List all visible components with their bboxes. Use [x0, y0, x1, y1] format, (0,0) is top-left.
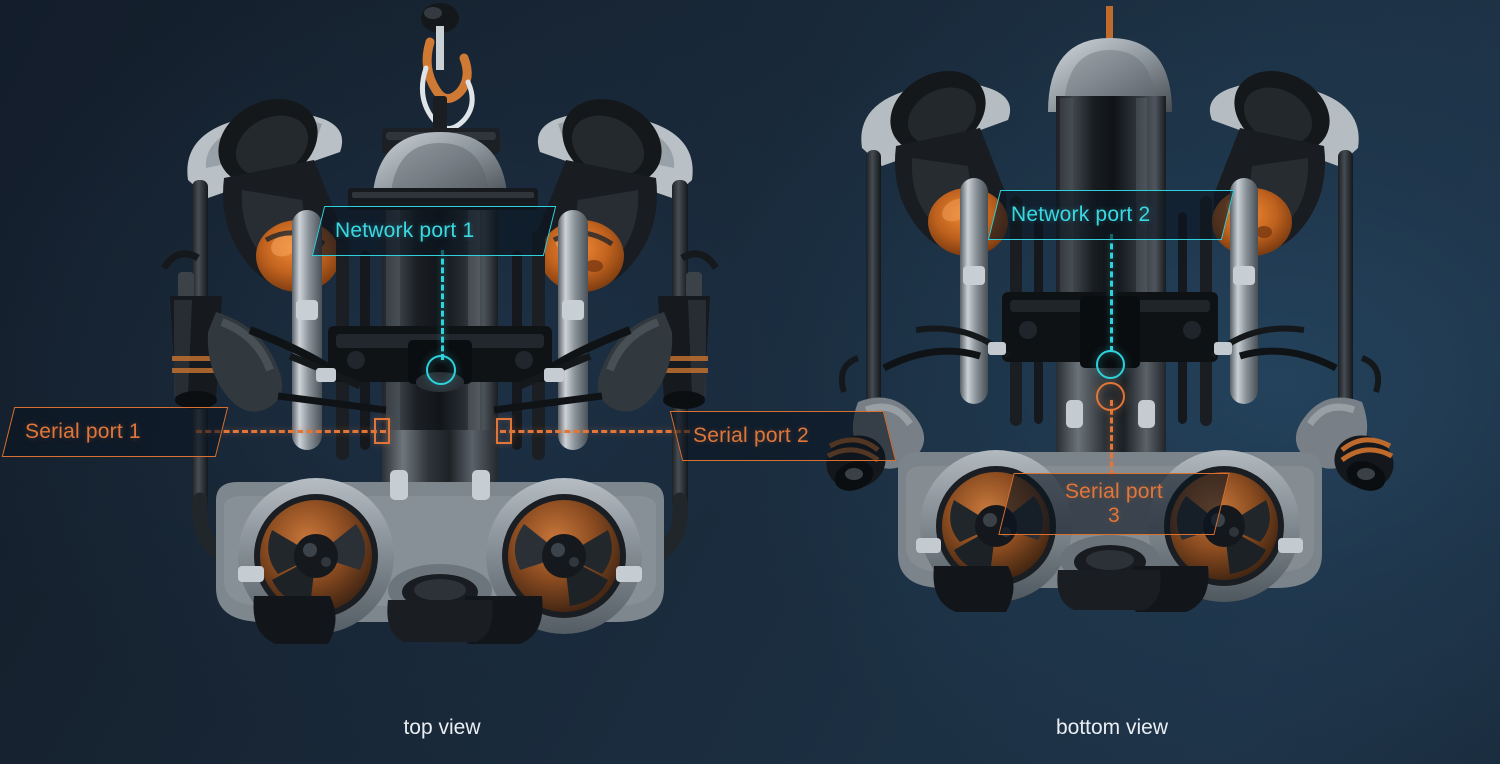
- callout-network-port-2-label: Network port 2: [1011, 202, 1151, 226]
- vertical-thruster-right: [486, 478, 642, 634]
- side-light-right: [1295, 355, 1394, 491]
- rov-top-view-image: [150, 0, 790, 700]
- callout-serial-port-3[interactable]: Serial port 3: [998, 473, 1230, 535]
- vertical-thruster-left: [238, 478, 394, 634]
- callout-network-port-1-label: Network port 1: [335, 218, 475, 242]
- thruster-upper-left: [187, 99, 343, 292]
- callout-serial-port-1[interactable]: Serial port 1: [1, 407, 229, 457]
- serial-connector-left: [161, 250, 283, 412]
- callout-network-port-1[interactable]: Network port 1: [311, 206, 557, 256]
- caption-top-view: top view: [403, 716, 481, 739]
- serial-connector-right: [597, 250, 719, 412]
- callout-serial-port-3-label: Serial port 3: [1065, 479, 1163, 527]
- thruster-upper-left-b: [861, 71, 1011, 256]
- network-port-1-marker: [426, 355, 456, 385]
- callout-serial-port-2-label: Serial port 2: [692, 423, 809, 447]
- callout-serial-port-1-label: Serial port 1: [25, 419, 141, 443]
- callout-serial-port-2[interactable]: Serial port 2: [669, 411, 897, 461]
- caption-bottom-view: bottom view: [1055, 716, 1169, 739]
- callout-network-port-2[interactable]: Network port 2: [987, 190, 1235, 240]
- network-port-2-marker: [1096, 350, 1125, 379]
- serial-port-2-marker: [496, 418, 512, 444]
- serial-port-1-marker: [374, 418, 390, 444]
- lifting-hook: [419, 3, 475, 131]
- serial-port-3-marker: [1096, 382, 1125, 411]
